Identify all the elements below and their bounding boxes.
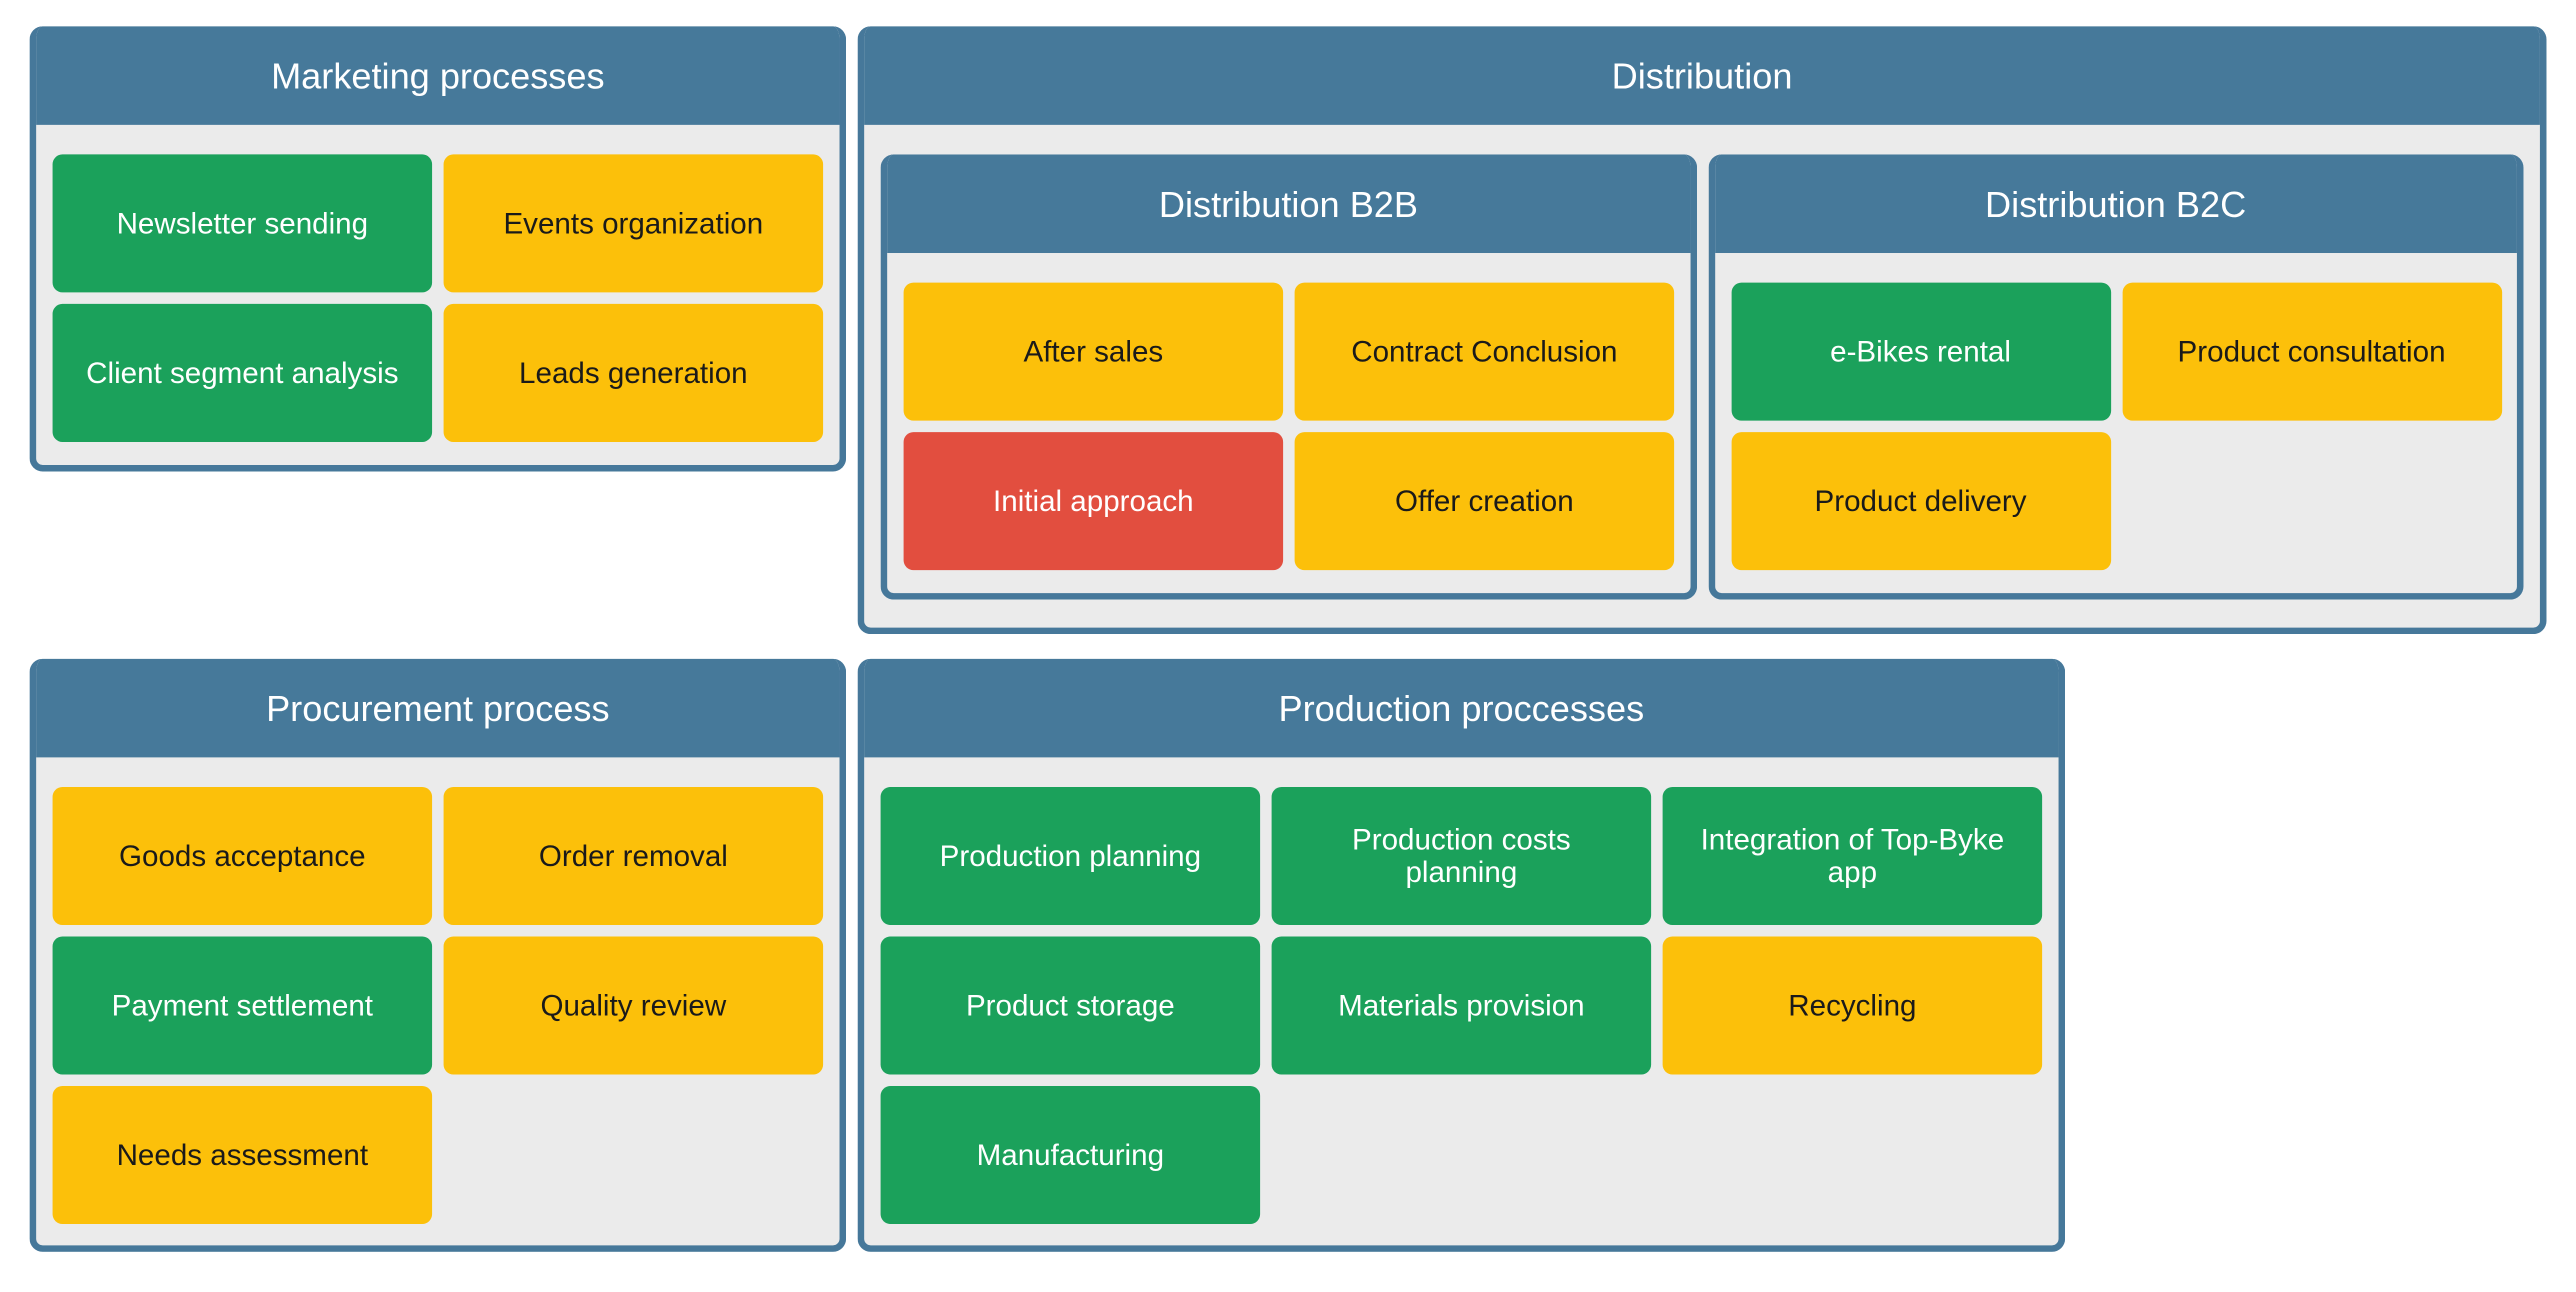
- process-card[interactable]: Recycling: [1662, 936, 2043, 1075]
- panel-title: Procurement process: [36, 658, 840, 758]
- process-card[interactable]: Payment settlement: [52, 936, 433, 1075]
- process-card[interactable]: Quality review: [443, 936, 824, 1075]
- process-card[interactable]: Leads generation: [443, 303, 824, 442]
- panel-title: Production proccesses: [864, 658, 2059, 758]
- process-card[interactable]: Initial approach: [903, 432, 1284, 571]
- process-card[interactable]: Product delivery: [1730, 432, 2111, 571]
- process-card[interactable]: Order removal: [443, 786, 824, 925]
- process-card[interactable]: Needs assessment: [52, 1085, 433, 1224]
- panel-title: Marketing processes: [36, 26, 840, 125]
- process-card[interactable]: Client segment analysis: [52, 303, 433, 442]
- process-card[interactable]: Integration of Top-Byke app: [1662, 786, 2043, 925]
- panel-title: Distribution: [864, 26, 2540, 125]
- subpanel-title: Distribution B2B: [887, 154, 1690, 254]
- process-card[interactable]: Newsletter sending: [52, 154, 433, 293]
- process-card[interactable]: Contract Conclusion: [1294, 282, 1675, 421]
- process-card[interactable]: Materials provision: [1271, 936, 1652, 1075]
- process-card[interactable]: Production planning: [880, 786, 1261, 925]
- process-card[interactable]: After sales: [903, 282, 1284, 421]
- panel-production: Production proccesses Production plannin…: [857, 658, 2066, 1252]
- process-card[interactable]: e-Bikes rental: [1730, 282, 2111, 421]
- process-card[interactable]: Production costs planning: [1271, 786, 1652, 925]
- process-card[interactable]: Goods acceptance: [52, 786, 433, 925]
- process-card[interactable]: Manufacturing: [880, 1085, 1261, 1224]
- subpanel-title: Distribution B2C: [1714, 154, 2517, 254]
- panel-distribution: Distribution Distribution B2B After sale…: [857, 26, 2547, 635]
- process-card[interactable]: Offer creation: [1294, 432, 1675, 571]
- process-card[interactable]: Product storage: [880, 936, 1261, 1075]
- process-card[interactable]: Product consultation: [2121, 282, 2502, 421]
- process-card[interactable]: Events organization: [443, 154, 824, 293]
